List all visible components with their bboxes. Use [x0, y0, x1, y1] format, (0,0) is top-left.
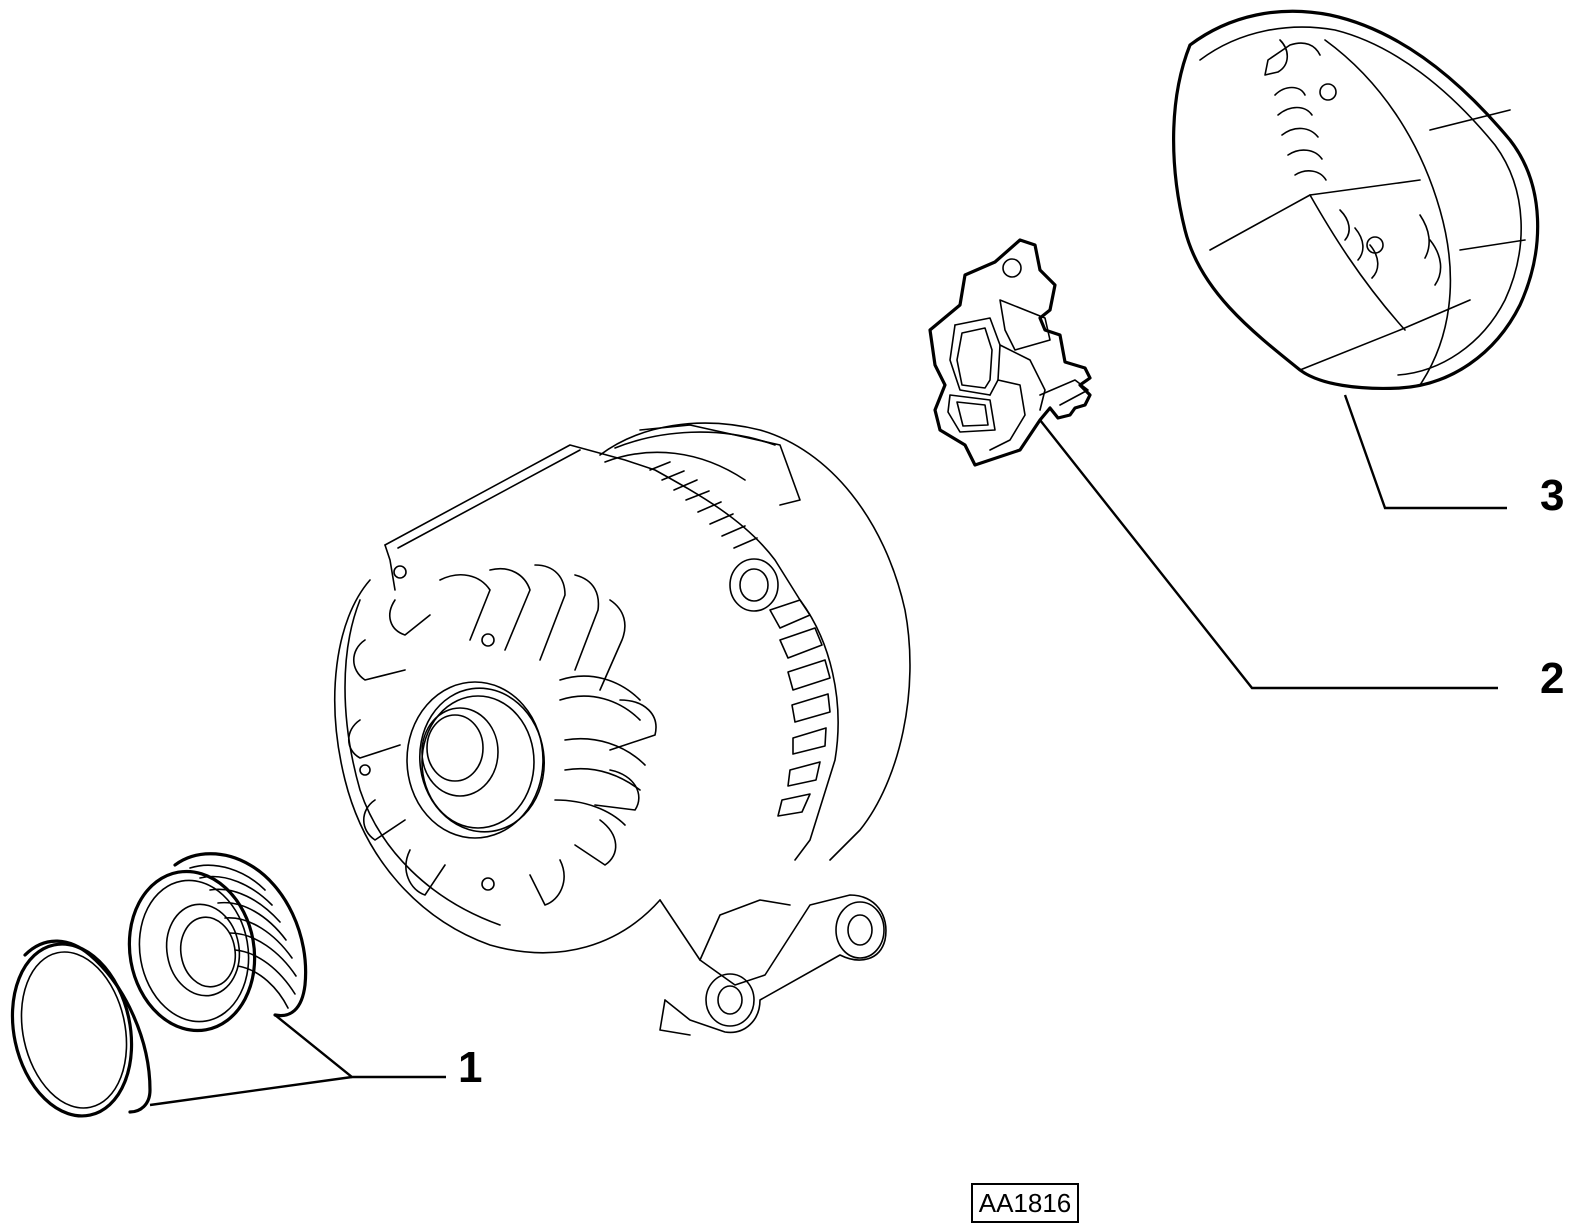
reference-code-box: AA1816: [971, 1183, 1079, 1223]
alternator-body: [334, 422, 911, 1036]
callout-1: 1: [458, 1043, 482, 1092]
regulator-part: [928, 238, 1092, 467]
callout-3: 3: [1540, 471, 1564, 520]
callout-2: 2: [1540, 654, 1564, 703]
pulley-assembly: [10, 852, 308, 1118]
leader-lines: [149, 394, 1507, 1107]
rear-cover-part: [1172, 9, 1540, 390]
